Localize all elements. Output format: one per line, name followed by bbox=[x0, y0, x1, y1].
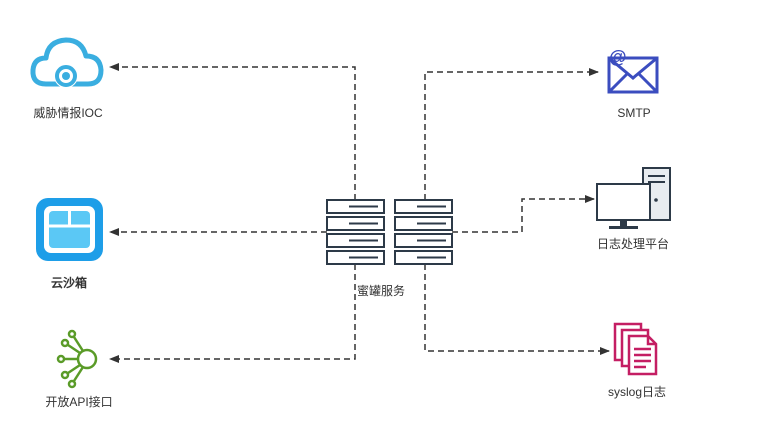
connector-to-log-platform bbox=[452, 195, 595, 233]
smtp-label: SMTP bbox=[617, 106, 651, 120]
documents-icon bbox=[613, 322, 658, 376]
honeypot-service-label: 蜜罐服务 bbox=[356, 284, 406, 298]
connector-to-open-api bbox=[109, 264, 356, 363]
connector-to-smtp bbox=[424, 68, 599, 200]
log-platform-label: 日志处理平台 bbox=[596, 237, 670, 251]
api-network-icon bbox=[56, 329, 98, 389]
connector-to-syslog bbox=[424, 264, 610, 355]
sandbox-icon bbox=[36, 198, 103, 261]
svg-text:@: @ bbox=[609, 47, 627, 67]
desktop-computer-icon bbox=[596, 167, 671, 229]
server-stack-right bbox=[394, 199, 453, 265]
threat-intel-label: 威胁情报IOC bbox=[33, 106, 103, 120]
cloud-icon bbox=[30, 37, 104, 88]
mail-icon: @ bbox=[607, 47, 659, 94]
server-stack-left bbox=[326, 199, 385, 265]
connector-to-threat-intel bbox=[109, 63, 356, 200]
honeypot-server-icon bbox=[326, 199, 453, 265]
cloud-sandbox-label: 云沙箱 bbox=[50, 276, 88, 290]
open-api-label: 开放API接口 bbox=[45, 395, 113, 409]
syslog-label: syslog日志 bbox=[607, 385, 667, 399]
